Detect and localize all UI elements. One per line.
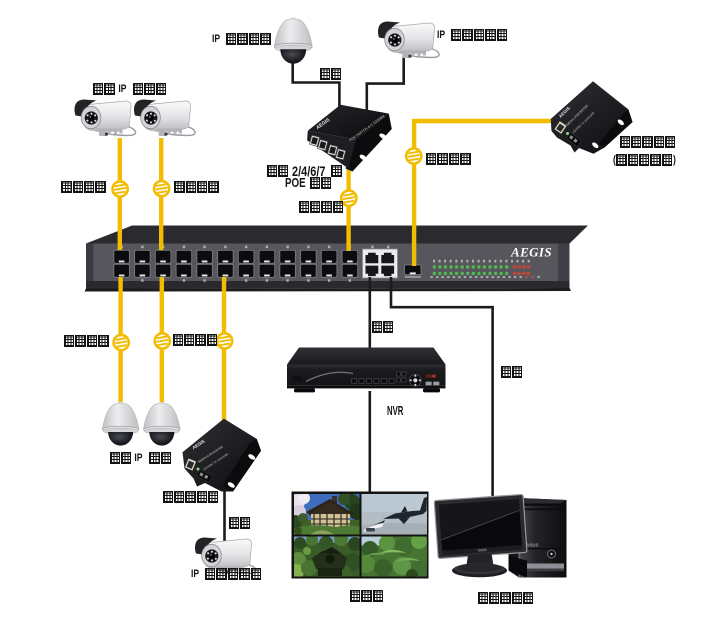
svg-text:AEGIS: AEGIS (510, 245, 552, 260)
svg-text:AEGIS: AEGIS (191, 439, 205, 451)
svg-text:ASUS: ASUS (526, 543, 539, 548)
